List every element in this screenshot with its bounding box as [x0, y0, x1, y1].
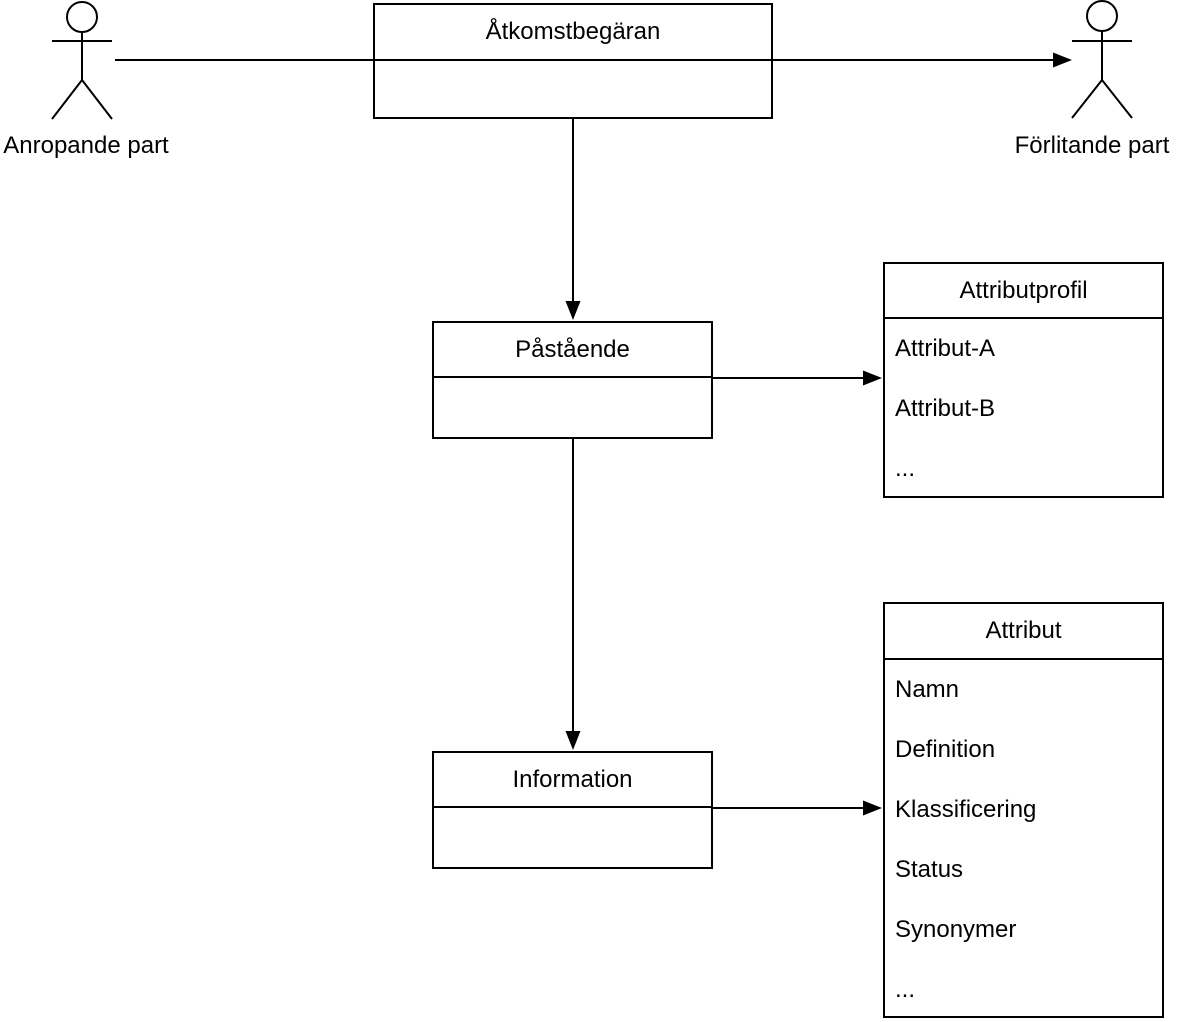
actor-label-relying-party: Förlitande part — [1014, 132, 1170, 159]
node-title: Påstående — [434, 323, 711, 378]
node-information: Information — [432, 751, 713, 869]
arrowhead-right-icon — [863, 370, 882, 386]
attribute-item: Synonymer — [895, 916, 1017, 943]
arrowhead-down-icon — [565, 301, 581, 320]
node-access-request: Åtkomstbegäran — [373, 3, 773, 119]
actor-stick-figure-relying-party-icon — [1071, 0, 1133, 119]
node-body-empty — [375, 61, 771, 117]
actor-stick-figure-caller-icon — [51, 1, 113, 120]
attribute-item: Status — [895, 856, 964, 883]
attribute-profile-item: Attribut-B — [895, 395, 996, 422]
node-body: Namn Definition Klassificering Status Sy… — [885, 660, 1162, 1016]
arrowhead-right-icon — [1053, 52, 1072, 68]
attribute-profile-item: ... — [895, 455, 916, 482]
actor-label-caller: Anropande part — [3, 132, 169, 159]
attribute-item: Definition — [895, 736, 996, 763]
arrowhead-right-icon — [863, 800, 882, 816]
node-attribute: Attribut Namn Definition Klassificering … — [883, 602, 1164, 1018]
node-assertion: Påstående — [432, 321, 713, 439]
attribute-item: Klassificering — [895, 796, 1037, 823]
node-body: Attribut-A Attribut-B ... — [885, 319, 1162, 496]
node-body-empty — [434, 808, 711, 867]
node-attribute-profile: Attributprofil Attribut-A Attribut-B ... — [883, 262, 1164, 498]
node-title: Attributprofil — [885, 264, 1162, 319]
attribute-profile-item: Attribut-A — [895, 335, 996, 362]
node-title: Information — [434, 753, 711, 808]
node-title: Åtkomstbegäran — [375, 5, 771, 61]
node-body-empty — [434, 378, 711, 437]
attribute-item: Namn — [895, 676, 960, 703]
node-title: Attribut — [885, 604, 1162, 660]
attribute-item: ... — [895, 976, 916, 1003]
arrowhead-down-icon — [565, 731, 581, 750]
